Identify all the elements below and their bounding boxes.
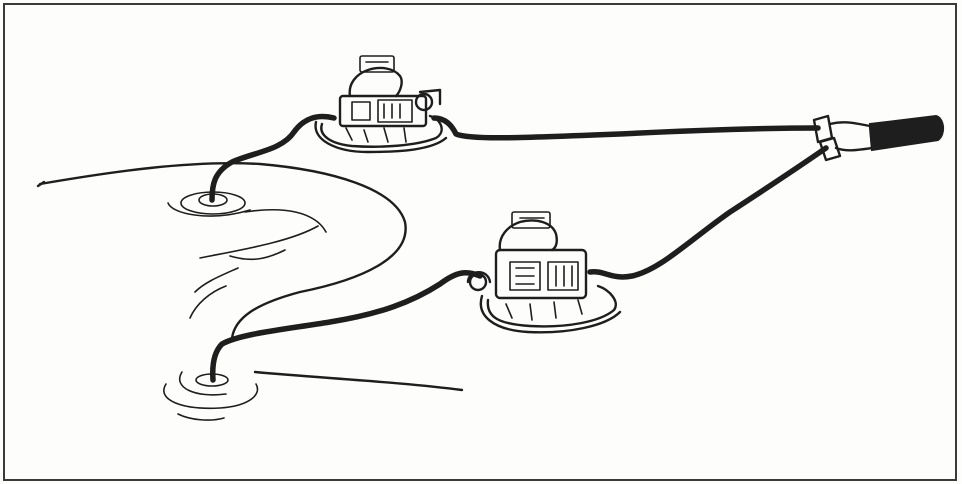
wye-nozzle: [814, 116, 943, 160]
upper-intake-ripples: [168, 192, 250, 216]
hose-end: [38, 182, 44, 186]
lower-suction-hose: [213, 273, 480, 380]
lower-discharge-hose: [590, 148, 826, 277]
border-frame: [4, 4, 956, 480]
upper-discharge-hose: [434, 118, 818, 138]
upper-pump: [316, 56, 446, 152]
water-body: [40, 163, 462, 420]
